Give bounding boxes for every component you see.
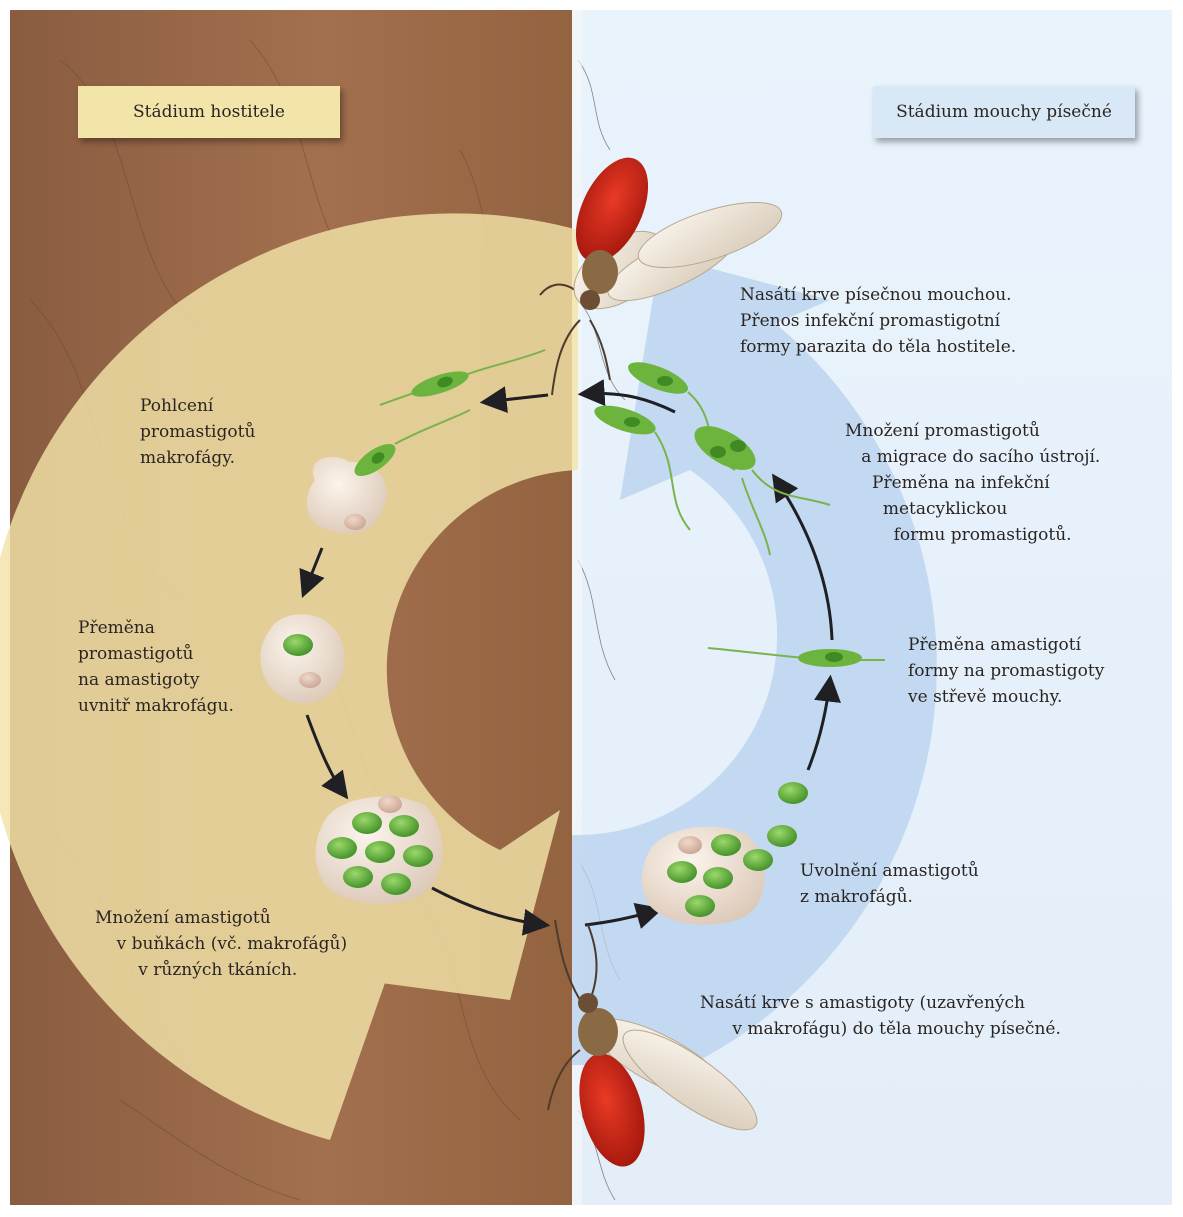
- infected-macrophage-host: [316, 795, 443, 904]
- label-release: Uvolnění amastigotů z makrofágů.: [800, 858, 979, 910]
- label-transform-in-gut: Přeměna amastigotí formy na promastigoty…: [908, 632, 1104, 710]
- label-transform-in-macrophage: Přeměna promastigotů na amastigoty uvnit…: [78, 615, 234, 719]
- host-stage-badge: Stádium hostitele: [78, 86, 340, 138]
- label-multiplication-host: Množení amastigotů v buňkách (vč. makrof…: [95, 905, 347, 983]
- sandfly-stage-badge: Stádium mouchy písečné: [873, 86, 1135, 138]
- label-fly-bite-inject: Nasátí krve písečnou mouchou. Přenos inf…: [740, 282, 1016, 360]
- macrophage-with-amastigote: [260, 614, 344, 703]
- label-fly-bite-ingest: Nasátí krve s amastigoty (uzavřených v m…: [700, 990, 1061, 1042]
- label-multiplication-fly: Množení promastigotů a migrace do sacího…: [845, 418, 1100, 548]
- label-phagocytosis: Pohlcení promastigotů makrofágy.: [140, 393, 255, 471]
